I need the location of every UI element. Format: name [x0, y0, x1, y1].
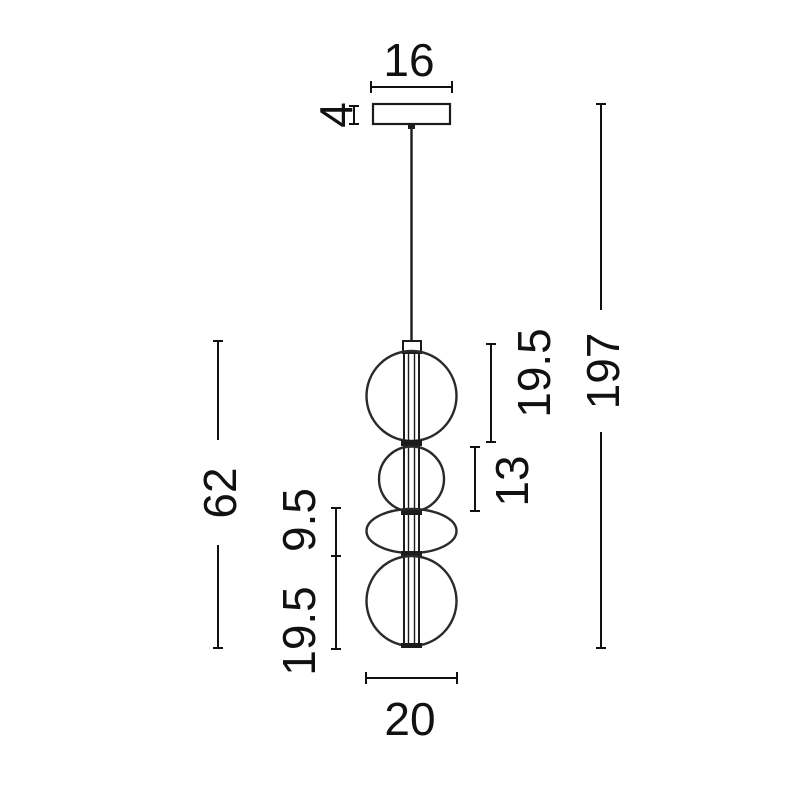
- bottom-globe: [365, 554, 458, 648]
- top-globe-height-label: 19.5: [508, 328, 560, 418]
- central-rods: [403, 353, 420, 644]
- top-globe-height-dimension: 19.5: [486, 328, 560, 443]
- body-height-label: 62: [194, 467, 246, 518]
- bottom-globe-height-dimension: 19.5: [273, 556, 341, 676]
- total-height-dimension: 197: [577, 103, 629, 649]
- body-height-dimension: 62: [194, 340, 246, 649]
- canopy-height-label: 4: [310, 102, 362, 128]
- middle-globe-height-label: 13: [486, 455, 538, 506]
- pendant-lamp: [365, 102, 458, 648]
- flat-disc-height-label: 9.5: [273, 488, 325, 552]
- body-width-label: 20: [384, 693, 435, 745]
- flat-disc-height-dimension: 9.5: [273, 488, 341, 557]
- middle-globe: [377, 445, 446, 513]
- bottom-globe-height-label: 19.5: [273, 586, 325, 676]
- joint-1: [401, 440, 422, 446]
- canopy-width-dimension: 16: [370, 34, 453, 93]
- total-height-label: 197: [577, 333, 629, 410]
- top-globe: [365, 349, 458, 443]
- bottom-cap: [401, 643, 422, 648]
- canopy-height-dimension: 4: [310, 102, 362, 128]
- canopy-width-label: 16: [383, 34, 434, 86]
- body-width-dimension: 20: [365, 672, 458, 745]
- canopy-connector: [408, 124, 415, 129]
- middle-globe-height-dimension: 13: [470, 446, 538, 512]
- joint-3: [401, 551, 422, 557]
- joint-2: [401, 509, 422, 515]
- flat-disc: [365, 507, 458, 555]
- ceiling-canopy: [371, 102, 452, 126]
